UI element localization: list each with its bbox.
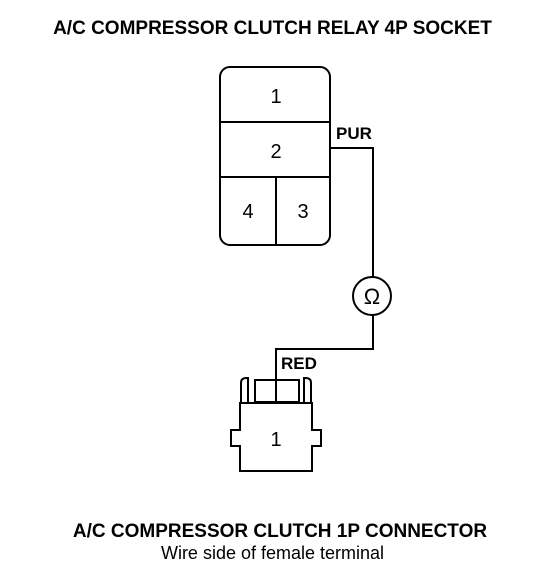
pur-wire: PUR	[330, 124, 374, 277]
ohm-icon: Ω	[364, 284, 380, 309]
red-wire: RED	[275, 315, 374, 380]
relay-terminal-2: 2	[270, 141, 281, 163]
pur-label: PUR	[336, 124, 372, 143]
pur-wire-line	[330, 147, 374, 277]
relay-socket: 1 2 4 3	[219, 66, 331, 246]
connector-right-latch	[303, 377, 312, 403]
connector-terminal-1: 1	[270, 429, 281, 451]
connector-1p: 1	[230, 377, 322, 472]
red-wire-line	[275, 315, 374, 380]
relay-terminal-3: 3	[297, 201, 308, 223]
connector-title: A/C COMPRESSOR CLUTCH 1P CONNECTOR	[72, 521, 488, 542]
relay-terminal-1: 1	[270, 86, 281, 108]
relay-terminal-4: 4	[242, 201, 253, 223]
connector-left-latch	[240, 377, 249, 403]
red-label: RED	[281, 354, 317, 373]
connector-body	[230, 402, 322, 472]
relay-socket-title: A/C COMPRESSOR CLUTCH RELAY 4P SOCKET	[53, 18, 492, 39]
connector-subtitle: Wire side of female terminal	[160, 543, 385, 563]
ohmmeter: Ω	[352, 276, 392, 316]
